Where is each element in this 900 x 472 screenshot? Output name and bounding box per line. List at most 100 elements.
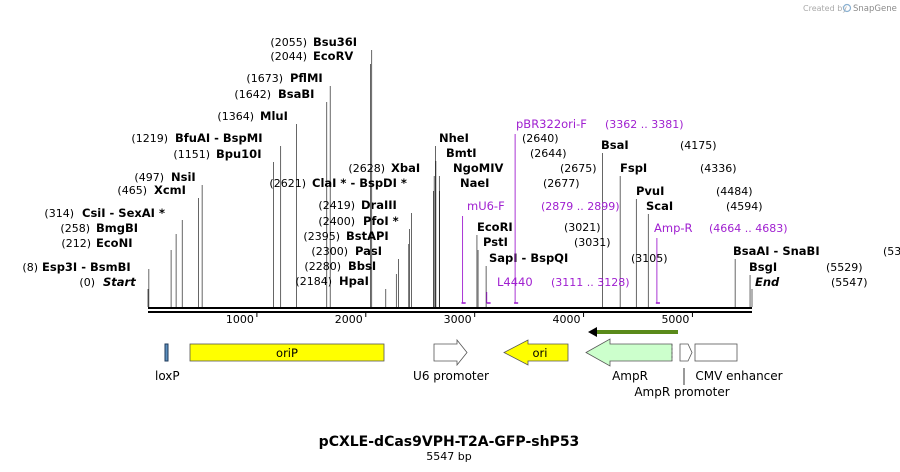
ori-feature[interactable] xyxy=(503,339,569,366)
cmv-enhancer-label: CMV enhancer xyxy=(695,369,782,383)
site-position-bpu10i: (1151) xyxy=(173,148,210,161)
site-position-nhei: (2640) xyxy=(522,132,559,145)
site-name-bfuai[interactable]: BfuAI - BspMI xyxy=(175,131,262,145)
site-name-bmti[interactable]: BmtI xyxy=(446,146,477,160)
site-name-nsii[interactable]: NsiI xyxy=(171,170,196,184)
site-name-ngomiv[interactable]: NgoMIV xyxy=(453,161,503,175)
axis-tick-label: 4000 xyxy=(553,313,581,326)
site-name-pfoi[interactable]: PfoI * xyxy=(363,214,399,228)
site-position-xcmi: (465) xyxy=(117,184,147,197)
site-position-ecori: (3021) xyxy=(564,221,601,234)
site-name-bsabi[interactable]: BsaBI xyxy=(278,87,314,101)
site-position-bsaai: (5392) xyxy=(883,245,900,258)
orf-arrowhead-icon xyxy=(588,327,597,337)
site-position-bsgi: (5529) xyxy=(826,261,863,274)
site-name-bbsi[interactable]: BbsI xyxy=(348,259,376,273)
site-name-end[interactable]: End xyxy=(755,275,780,289)
site-name-bstapi[interactable]: BstAPI xyxy=(346,229,389,243)
axis-tick-label: 5000 xyxy=(661,313,689,326)
site-position-pflmi: (1673) xyxy=(246,72,283,85)
site-name-esp3i[interactable]: Esp3I - BsmBI xyxy=(42,260,131,274)
snapgene-brand: SnapGene xyxy=(853,4,897,14)
site-position-econi: (212) xyxy=(61,237,91,250)
site-name-pflmi[interactable]: PflMI xyxy=(290,71,323,85)
site-position-end: (5547) xyxy=(831,276,868,289)
site-name-bsu36i[interactable]: Bsu36I xyxy=(313,35,357,49)
primer-name-l4440[interactable]: L4440 xyxy=(497,275,533,289)
site-position-pvui: (4484) xyxy=(716,185,753,198)
primer-range-l4440: (3111 .. 3128) xyxy=(551,276,630,289)
site-name-bsai[interactable]: BsaI xyxy=(601,138,629,152)
primer-name-amp-r[interactable]: Amp-R xyxy=(654,221,693,235)
site-position-clai: (2621) xyxy=(269,177,306,190)
axis-tick-label: 3000 xyxy=(444,313,472,326)
site-position-bfuai: (1219) xyxy=(131,132,168,145)
site-position-pasi: (2300) xyxy=(311,245,348,258)
site-position-esp3i: (8) xyxy=(22,261,38,274)
site-name-pvui[interactable]: PvuI xyxy=(636,184,664,198)
loxp-feature[interactable] xyxy=(164,343,169,362)
site-labels: (8) Esp3I - BsmBI (0) Start (314) CsiI - SexA… xyxy=(22,35,900,289)
site-name-clai[interactable]: ClaI * - BspDI * xyxy=(312,176,407,190)
primer-range-mu6-f: (2879 .. 2899) xyxy=(541,200,620,213)
site-name-bmgbi[interactable]: BmgBI xyxy=(96,221,138,235)
site-position-hpai: (2184) xyxy=(295,275,332,288)
features: loxP oriP U6 promoter ori AmpR AmpR prom… xyxy=(155,327,783,399)
site-name-start[interactable]: Start xyxy=(103,275,136,289)
site-name-xcmi[interactable]: XcmI xyxy=(154,183,186,197)
site-position-ngomiv: (2675) xyxy=(560,162,597,175)
site-position-bsabi: (1642) xyxy=(234,88,271,101)
ampr-promoter-feature[interactable] xyxy=(679,343,693,362)
primer-name-mu6-f[interactable]: mU6-F xyxy=(467,199,505,213)
site-position-bmgbi: (258) xyxy=(60,222,90,235)
site-name-bsaai[interactable]: BsaAI - SnaBI xyxy=(733,244,820,258)
plasmid-length: 5547 bp xyxy=(426,450,471,463)
site-position-bbsi: (2280) xyxy=(304,260,341,273)
site-position-start: (0) xyxy=(79,276,95,289)
site-name-fspi[interactable]: FspI xyxy=(620,161,647,175)
primer-range-pbr322ori-f: (3362 .. 3381) xyxy=(605,118,684,131)
site-position-bsai: (4175) xyxy=(680,139,717,152)
u6-promoter-feature[interactable] xyxy=(433,338,468,367)
ampr-label: AmpR xyxy=(612,369,648,383)
site-name-xbai[interactable]: XbaI xyxy=(391,161,420,175)
site-name-csii[interactable]: CsiI - SexAI * xyxy=(82,206,165,220)
site-name-nhei[interactable]: NheI xyxy=(439,131,469,145)
site-name-ecorv[interactable]: EcoRV xyxy=(313,49,353,63)
ampr-promoter-label: AmpR promoter xyxy=(634,385,729,399)
site-position-bstapi: (2395) xyxy=(303,230,340,243)
site-name-econi[interactable]: EcoNI xyxy=(96,236,132,250)
site-lines xyxy=(147,50,753,307)
site-name-hpai[interactable]: HpaI xyxy=(339,274,369,288)
site-position-bsu36i: (2055) xyxy=(270,36,307,49)
primer-name-pbr322ori-f[interactable]: pBR322ori-F xyxy=(516,117,587,131)
site-name-sapi[interactable]: SapI - BspQI xyxy=(489,251,568,265)
site-name-pasi[interactable]: PasI xyxy=(355,244,382,258)
site-position-psti: (3031) xyxy=(574,236,611,249)
site-name-naei[interactable]: NaeI xyxy=(460,176,489,190)
loxp-label: loxP xyxy=(155,369,180,383)
axis-tick-label: 1000 xyxy=(226,313,254,326)
created-by-label: Created by xyxy=(803,4,847,13)
site-position-naei: (2677) xyxy=(543,177,580,190)
site-position-xbai: (2628) xyxy=(348,162,385,175)
cmv-enhancer-feature[interactable] xyxy=(694,343,738,362)
site-name-bpu10i[interactable]: Bpu10I xyxy=(216,147,261,161)
site-name-bsgi[interactable]: BsgI xyxy=(749,260,777,274)
site-position-pfoi: (2400) xyxy=(318,215,355,228)
site-name-scai[interactable]: ScaI xyxy=(646,199,673,213)
site-position-scai: (4594) xyxy=(726,200,763,213)
orip-feature[interactable] xyxy=(189,343,385,362)
site-position-mlui: (1364) xyxy=(217,110,254,123)
site-position-nsii: (497) xyxy=(134,171,164,184)
site-name-psti[interactable]: PstI xyxy=(483,235,508,249)
site-name-mlui[interactable]: MluI xyxy=(260,109,288,123)
site-position-draiii: (2419) xyxy=(318,199,355,212)
ampr-feature[interactable] xyxy=(585,338,673,367)
site-name-draiii[interactable]: DraIII xyxy=(361,198,397,212)
site-name-ecori[interactable]: EcoRI xyxy=(477,220,513,234)
plasmid-title: pCXLE-dCas9VPH-T2A-GFP-shP53 xyxy=(319,434,580,450)
site-position-csii: (314) xyxy=(44,207,74,220)
primers: pBR322ori-F (3362 .. 3381) mU6-F (2879 .. 2… xyxy=(461,117,788,304)
